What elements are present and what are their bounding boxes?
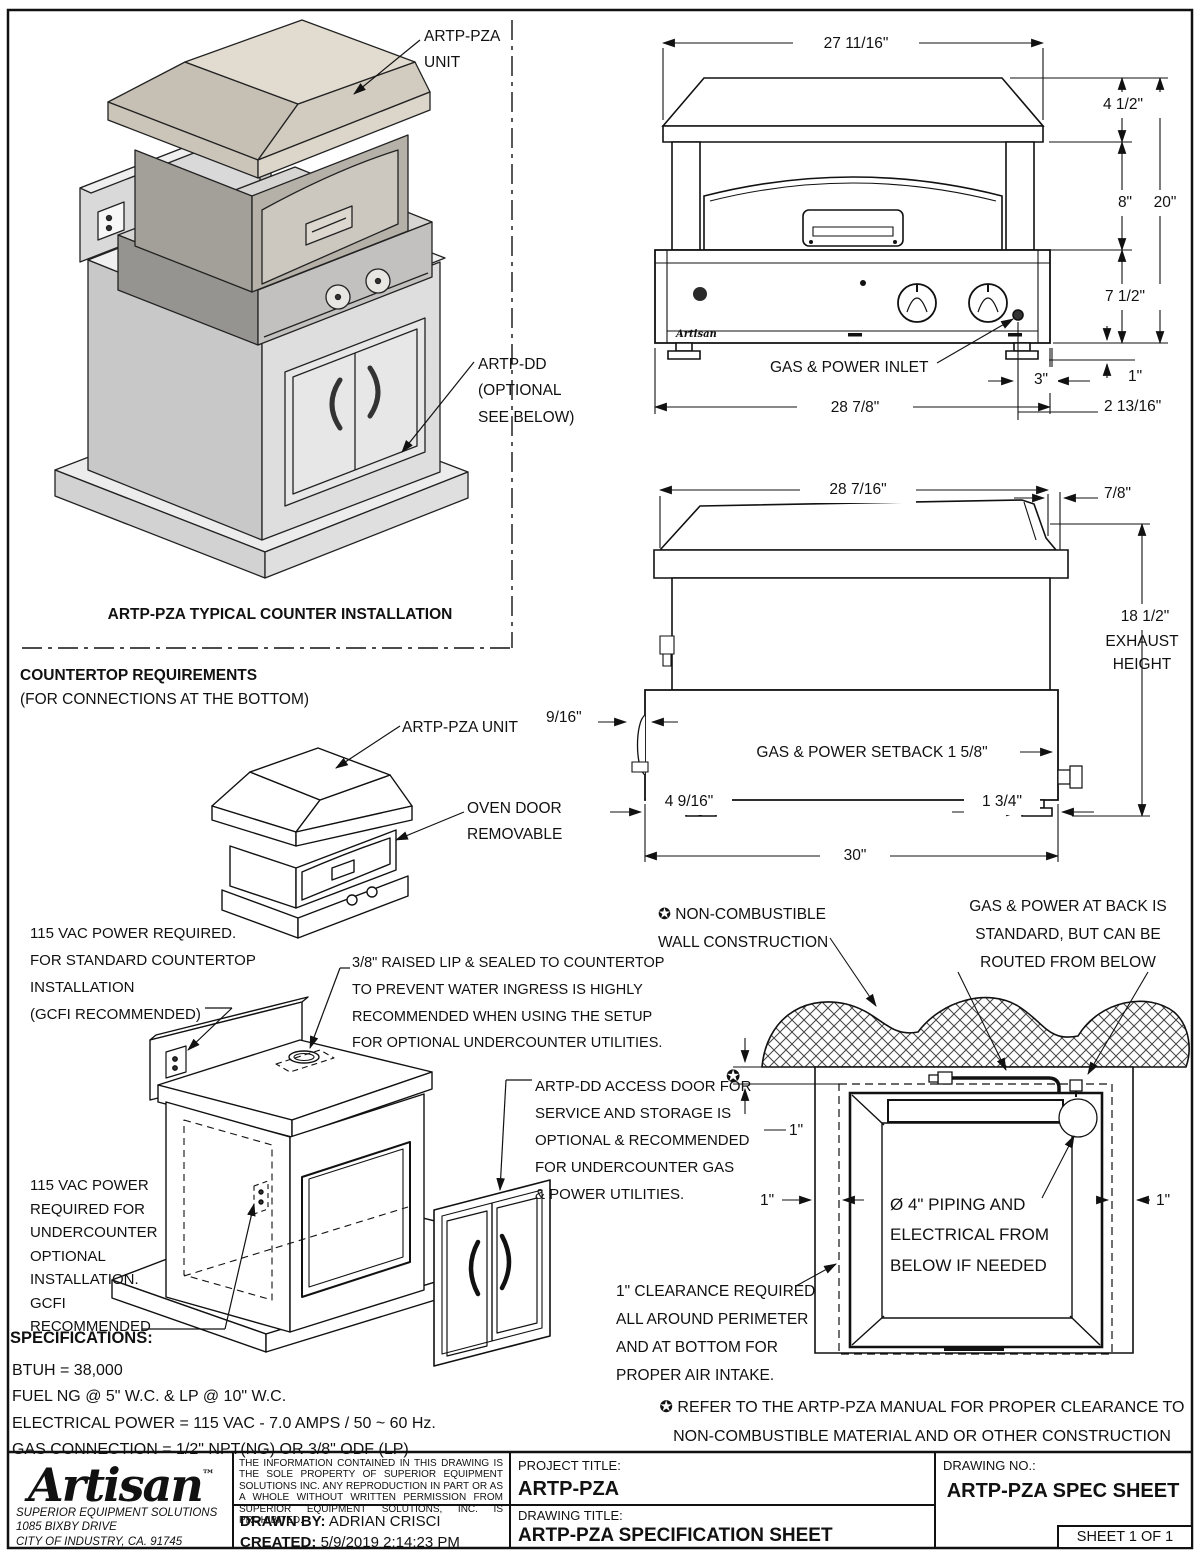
fv-dim-overall-height: 20" (1140, 190, 1190, 217)
control-knob-icon (898, 284, 1007, 322)
created-value: 5/9/2019 2:14:23 PM (320, 1534, 460, 1551)
fv-dim-bottom-width: 28 7/8" (797, 395, 913, 422)
pv-clearance-label: 1" CLEARANCE REQUIRED ALL AROUND PERIMET… (616, 1283, 816, 1384)
sv-exhaust-label: EXHAUST HEIGHT (1105, 633, 1179, 674)
sv-dim-lip: 9/16" (546, 709, 582, 726)
project-title-label: PROJECT TITLE: (518, 1458, 621, 1473)
company-address: SUPERIOR EQUIPMENT SOLUTIONS 1085 BIXBY … (16, 1507, 218, 1548)
sv-dim-bottom-depth: 30" (820, 843, 890, 870)
fv-dim-inlet-height: 2 13/16" (1104, 398, 1162, 415)
project-title-value: ARTP-PZA (518, 1478, 620, 1500)
created-row: CREATED: 5/9/2019 2:14:23 PM (240, 1530, 460, 1553)
gas-pipe-icon (929, 1072, 1082, 1097)
iso-counter-drawing (55, 20, 474, 578)
sv-dim-top-depth: 28 7/16" (800, 477, 916, 504)
logo-tm: ™ (201, 1468, 215, 1483)
countertop-unit-label: ARTP-PZA UNIT (402, 719, 518, 736)
note-std-power: 115 VAC POWER REQUIRED. FOR STANDARD COU… (30, 925, 256, 1023)
countertop-subtitle: (FOR CONNECTIONS AT THE BOTTOM) (20, 691, 310, 708)
pv-dim-left: 1" (760, 1192, 775, 1209)
sv-dim-rear-foot: 1 3/4" (964, 789, 1040, 816)
drawing-title-value: ARTP-PZA SPECIFICATION SHEET (518, 1525, 833, 1546)
pv-refer-note: ✪ REFER TO THE ARTP-PZA MANUAL FOR PROPE… (659, 1399, 1185, 1445)
sv-setback-label: GAS & POWER SETBACK 1 5/8" (756, 744, 988, 761)
iso-unit-label: ARTP-PZA UNIT (424, 28, 501, 72)
iso-caption: ARTP-PZA TYPICAL COUNTER INSTALLATION (107, 606, 453, 623)
sv-dim-exhaust-height: 18 1/2" (1100, 604, 1190, 631)
logo-text: Artisan (28, 1458, 204, 1512)
drawing-no-value: ARTP-PZA SPEC SHEET (946, 1480, 1180, 1502)
sheet-frame (8, 10, 1192, 1548)
drawing-title-label: DRAWING TITLE: (518, 1508, 623, 1523)
fv-brand-logo: Artisan (676, 329, 717, 340)
specifications-title: SPECIFICATIONS: (10, 1329, 153, 1347)
pv-wall-label: ✪ NON-COMBUSTIBLE WALL CONSTRUCTION (658, 906, 829, 951)
plan-view-drawing (733, 938, 1189, 1354)
side-elevation-drawing (632, 500, 1082, 816)
front-elevation-drawing (655, 78, 1050, 359)
pv-gas-back-label: GAS & POWER AT BACK IS STANDARD, BUT CAN… (969, 898, 1167, 971)
outlet-icon (98, 202, 124, 240)
fv-inlet-label: GAS & POWER INLET (770, 359, 929, 376)
countertop-title: COUNTERTOP REQUIREMENTS (20, 667, 258, 684)
oven-door-label: OVEN DOOR REMOVABLE (467, 800, 563, 844)
countertop-iso-drawing (212, 726, 464, 938)
created-label: CREATED: (240, 1534, 317, 1551)
company-logo: Artisan™ (28, 1462, 215, 1508)
cabinet-iso-drawing (112, 968, 550, 1366)
pv-dim-right: 1" (1156, 1192, 1171, 1209)
sv-dim-exhaust-offset: 7/8" (1104, 485, 1132, 502)
note-under-power: 115 VAC POWER REQUIRED FOR UNDERCOUNTER … (30, 1177, 158, 1336)
drawing-no-label: DRAWING NO.: (943, 1458, 1036, 1473)
fv-dim-foot-height: 1" (1128, 368, 1143, 385)
fv-dim-top-width: 27 11/16" (793, 31, 919, 58)
drawn-by-value: ADRIAN CRISCI (328, 1513, 441, 1530)
pv-star-icon: ✪ (726, 1067, 741, 1086)
section-separators (22, 20, 512, 648)
iso-dd-label: ARTP-DD (OPTIONAL SEE BELOW) (478, 356, 575, 426)
title-block-grid (8, 1452, 1192, 1548)
specifications-lines: BTUH = 38,000 FUEL NG @ 5" W.C. & LP @ 1… (12, 1362, 436, 1459)
sv-dim-front-foot: 4 9/16" (646, 789, 732, 816)
pv-piping-label: Ø 4" PIPING AND ELECTRICAL FROM BELOW IF… (890, 1195, 1050, 1275)
note-dd-door: ARTP-DD ACCESS DOOR FOR SERVICE AND STOR… (535, 1078, 752, 1203)
drawn-by-label: DRAWN BY: (240, 1513, 326, 1530)
drawn-by-row: DRAWN BY: ADRIAN CRISCI (240, 1509, 441, 1535)
pv-dim-wall-gap: 1" (789, 1122, 804, 1139)
note-raised-lip: 3/8" RAISED LIP & SEALED TO COUNTERTOP T… (352, 955, 665, 1052)
sheet-number: SHEET 1 OF 1 (1076, 1529, 1174, 1545)
disclaimer-text: THE INFORMATION CONTAINED IN THIS DRAWIN… (239, 1458, 503, 1526)
fv-dim-base-height: 7 1/2" (1088, 284, 1162, 311)
fv-dim-inlet-offset: 3" (1024, 367, 1058, 394)
fv-dim-hood-height: 4 1/2" (1085, 92, 1161, 119)
